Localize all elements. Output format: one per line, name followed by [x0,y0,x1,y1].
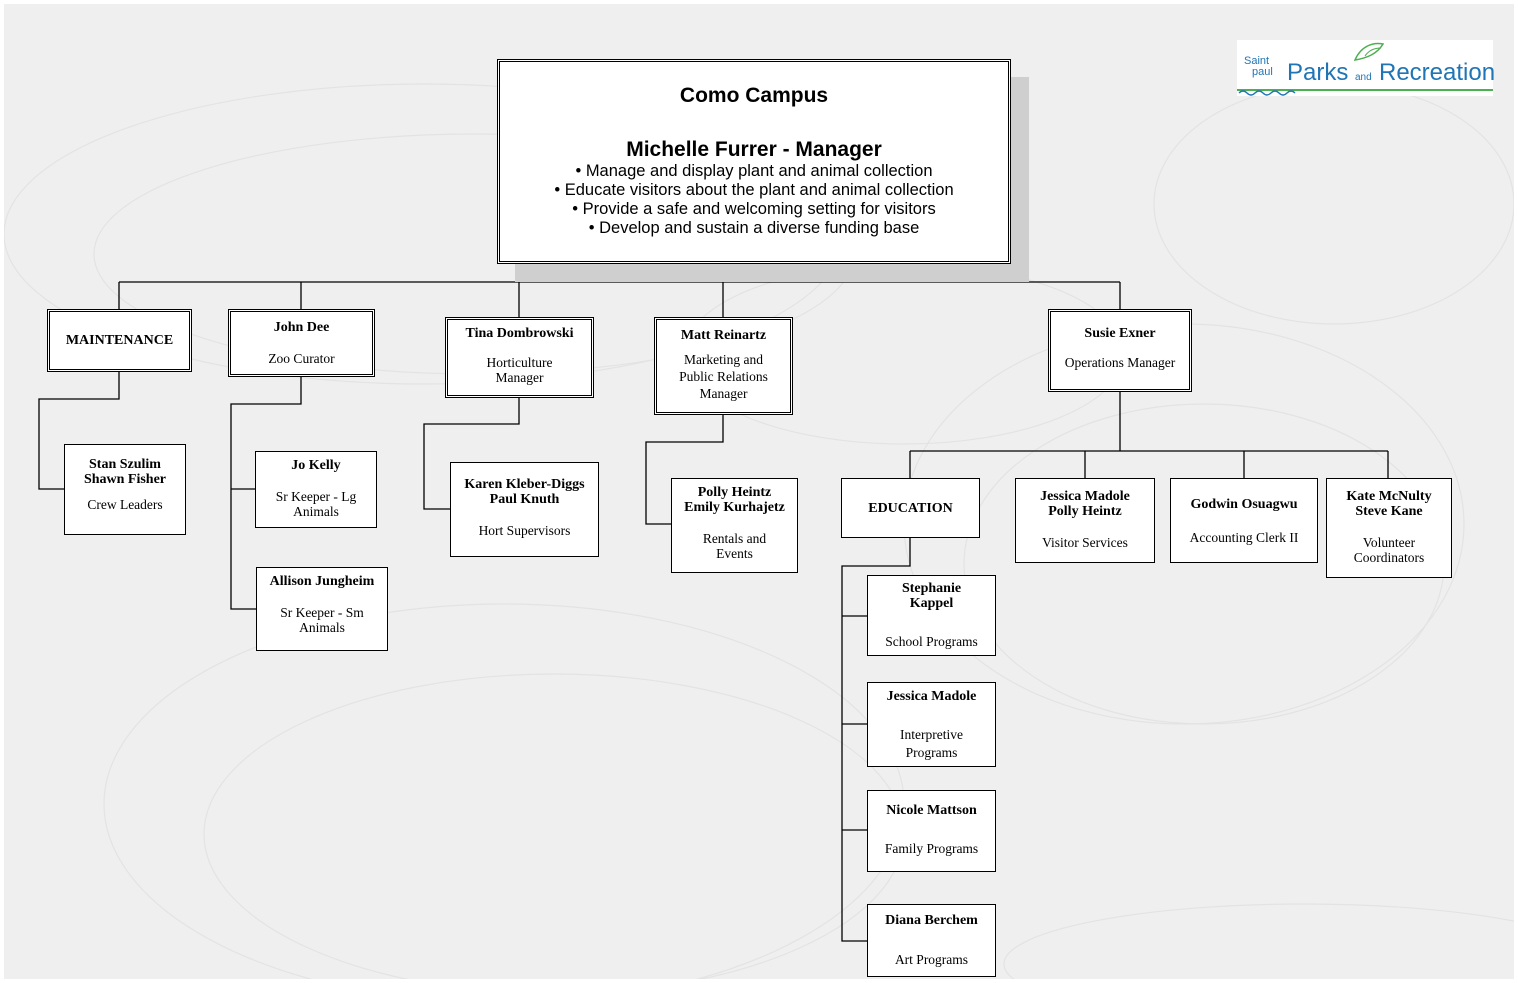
logo-paul-text: paul [1252,66,1273,78]
horticulture-manager-box: Tina Dombrowski Horticulture Manager [445,317,594,398]
duty-item: • Manage and display plant and animal co… [575,162,933,180]
box-role: Sr Keeper - Sm Animals [280,605,364,635]
box-role: Visitor Services [1042,535,1128,550]
accounting-clerk-box: Godwin Osuagwu Accounting Clerk II [1170,478,1318,563]
box-name: Jessica Madole [886,689,977,704]
connector-maintenance-crew [38,372,120,490]
box-name: Allison Jungheim [269,574,375,589]
logo-saint-text: Saint [1244,55,1270,67]
box-role: Crew Leaders [87,497,163,512]
page-title: Como Campus [679,84,829,107]
volunteer-coordinators-box: Kate McNulty Steve Kane Volunteer Coordi… [1326,478,1452,578]
box-role: School Programs [885,634,978,649]
box-role: Accounting Clerk II [1189,530,1299,545]
box-role: Art Programs [894,952,969,967]
box-name: MAINTENANCE [65,333,174,348]
duties-list: • Manage and display plant and animal co… [500,162,1008,238]
box-name: Godwin Osuagwu [1190,497,1298,512]
marketing-manager-box: Matt Reinartz Marketing and Public Relat… [654,317,793,415]
box-name: Susie Exner [1084,326,1156,341]
duty-item: • Develop and sustain a diverse funding … [588,219,920,237]
box-role: Hort Supervisors [478,523,571,538]
interpretive-programs-box: Jessica Madole Interpretive Programs [867,682,996,767]
education-box: EDUCATION [841,478,980,538]
box-role: Volunteer Coordinators [1353,535,1425,565]
box-name: Matt Reinartz [680,328,767,343]
manager-name: Michelle Furrer - Manager [626,138,882,161]
box-role: Operations Manager [1064,355,1176,370]
connector-marketing-rentals [645,415,724,525]
box-role: Horticulture Manager [486,355,553,385]
box-name: Karen Kleber-Diggs Paul Knuth [464,477,585,507]
keeper-sm-box: Allison Jungheim Sr Keeper - Sm Animals [256,567,388,651]
box-name: Tina Dombrowski [465,326,574,341]
box-role: Zoo Curator [268,351,335,366]
box-name: Polly Heintz Emily Kurhajetz [684,485,785,515]
saint-paul-parks-logo: Saint paul Parks and Recreation [1237,40,1496,96]
box-name: Kate McNulty Steve Kane [1346,489,1432,519]
connector-hort-supervisors [423,398,520,510]
visitor-services-box: Jessica Madole Polly Heintz Visitor Serv… [1015,478,1155,563]
box-name: EDUCATION [868,500,953,516]
maintenance-box: MAINTENANCE [47,309,192,372]
connector-operations-bus [910,392,1388,452]
box-name: Jo Kelly [291,458,341,473]
rentals-events-box: Polly Heintz Emily Kurhajetz Rentals and… [671,478,798,573]
box-role: Marketing and Public Relations Manager [679,352,768,401]
family-programs-box: Nicole Mattson Family Programs [867,790,996,872]
box-name: Diana Berchem [885,913,978,928]
crew-leaders-box: Stan Szulim Shawn Fisher Crew Leaders [64,444,186,535]
box-name: Stan Szulim Shawn Fisher [83,457,167,487]
como-campus-box: Como Campus Michelle Furrer - Manager • … [497,59,1011,264]
box-role: Sr Keeper - Lg Animals [275,489,357,519]
logo-parks-text: Parks [1287,59,1349,86]
hort-supervisors-box: Karen Kleber-Diggs Paul Knuth Hort Super… [450,462,599,557]
connector-education-programs [841,538,911,942]
box-name: Jessica Madole Polly Heintz [1040,489,1130,519]
box-name: Stephanie Kappel [901,581,962,611]
box-name: Nicole Mattson [886,803,977,818]
duty-item: • Provide a safe and welcoming setting f… [572,200,936,218]
duty-item: • Educate visitors about the plant and a… [554,181,954,199]
leaf-icon [1353,42,1385,61]
keeper-lg-box: Jo Kelly Sr Keeper - Lg Animals [255,451,377,528]
box-role: Rentals and Events [702,531,767,561]
box-name: John Dee [273,320,330,335]
box-role: Interpretive Programs [900,727,963,760]
logo-recreation-text: Recreation [1379,59,1496,86]
connector-zoo-keepers [230,377,302,610]
logo-water-line-icon [1237,89,1493,96]
box-role: Family Programs [884,841,979,856]
school-programs-box: Stephanie Kappel School Programs [867,575,996,656]
art-programs-box: Diana Berchem Art Programs [867,904,996,977]
logo-and-text: and [1355,72,1372,83]
operations-manager-box: Susie Exner Operations Manager [1048,309,1192,392]
zoo-curator-box: John Dee Zoo Curator [228,309,375,377]
